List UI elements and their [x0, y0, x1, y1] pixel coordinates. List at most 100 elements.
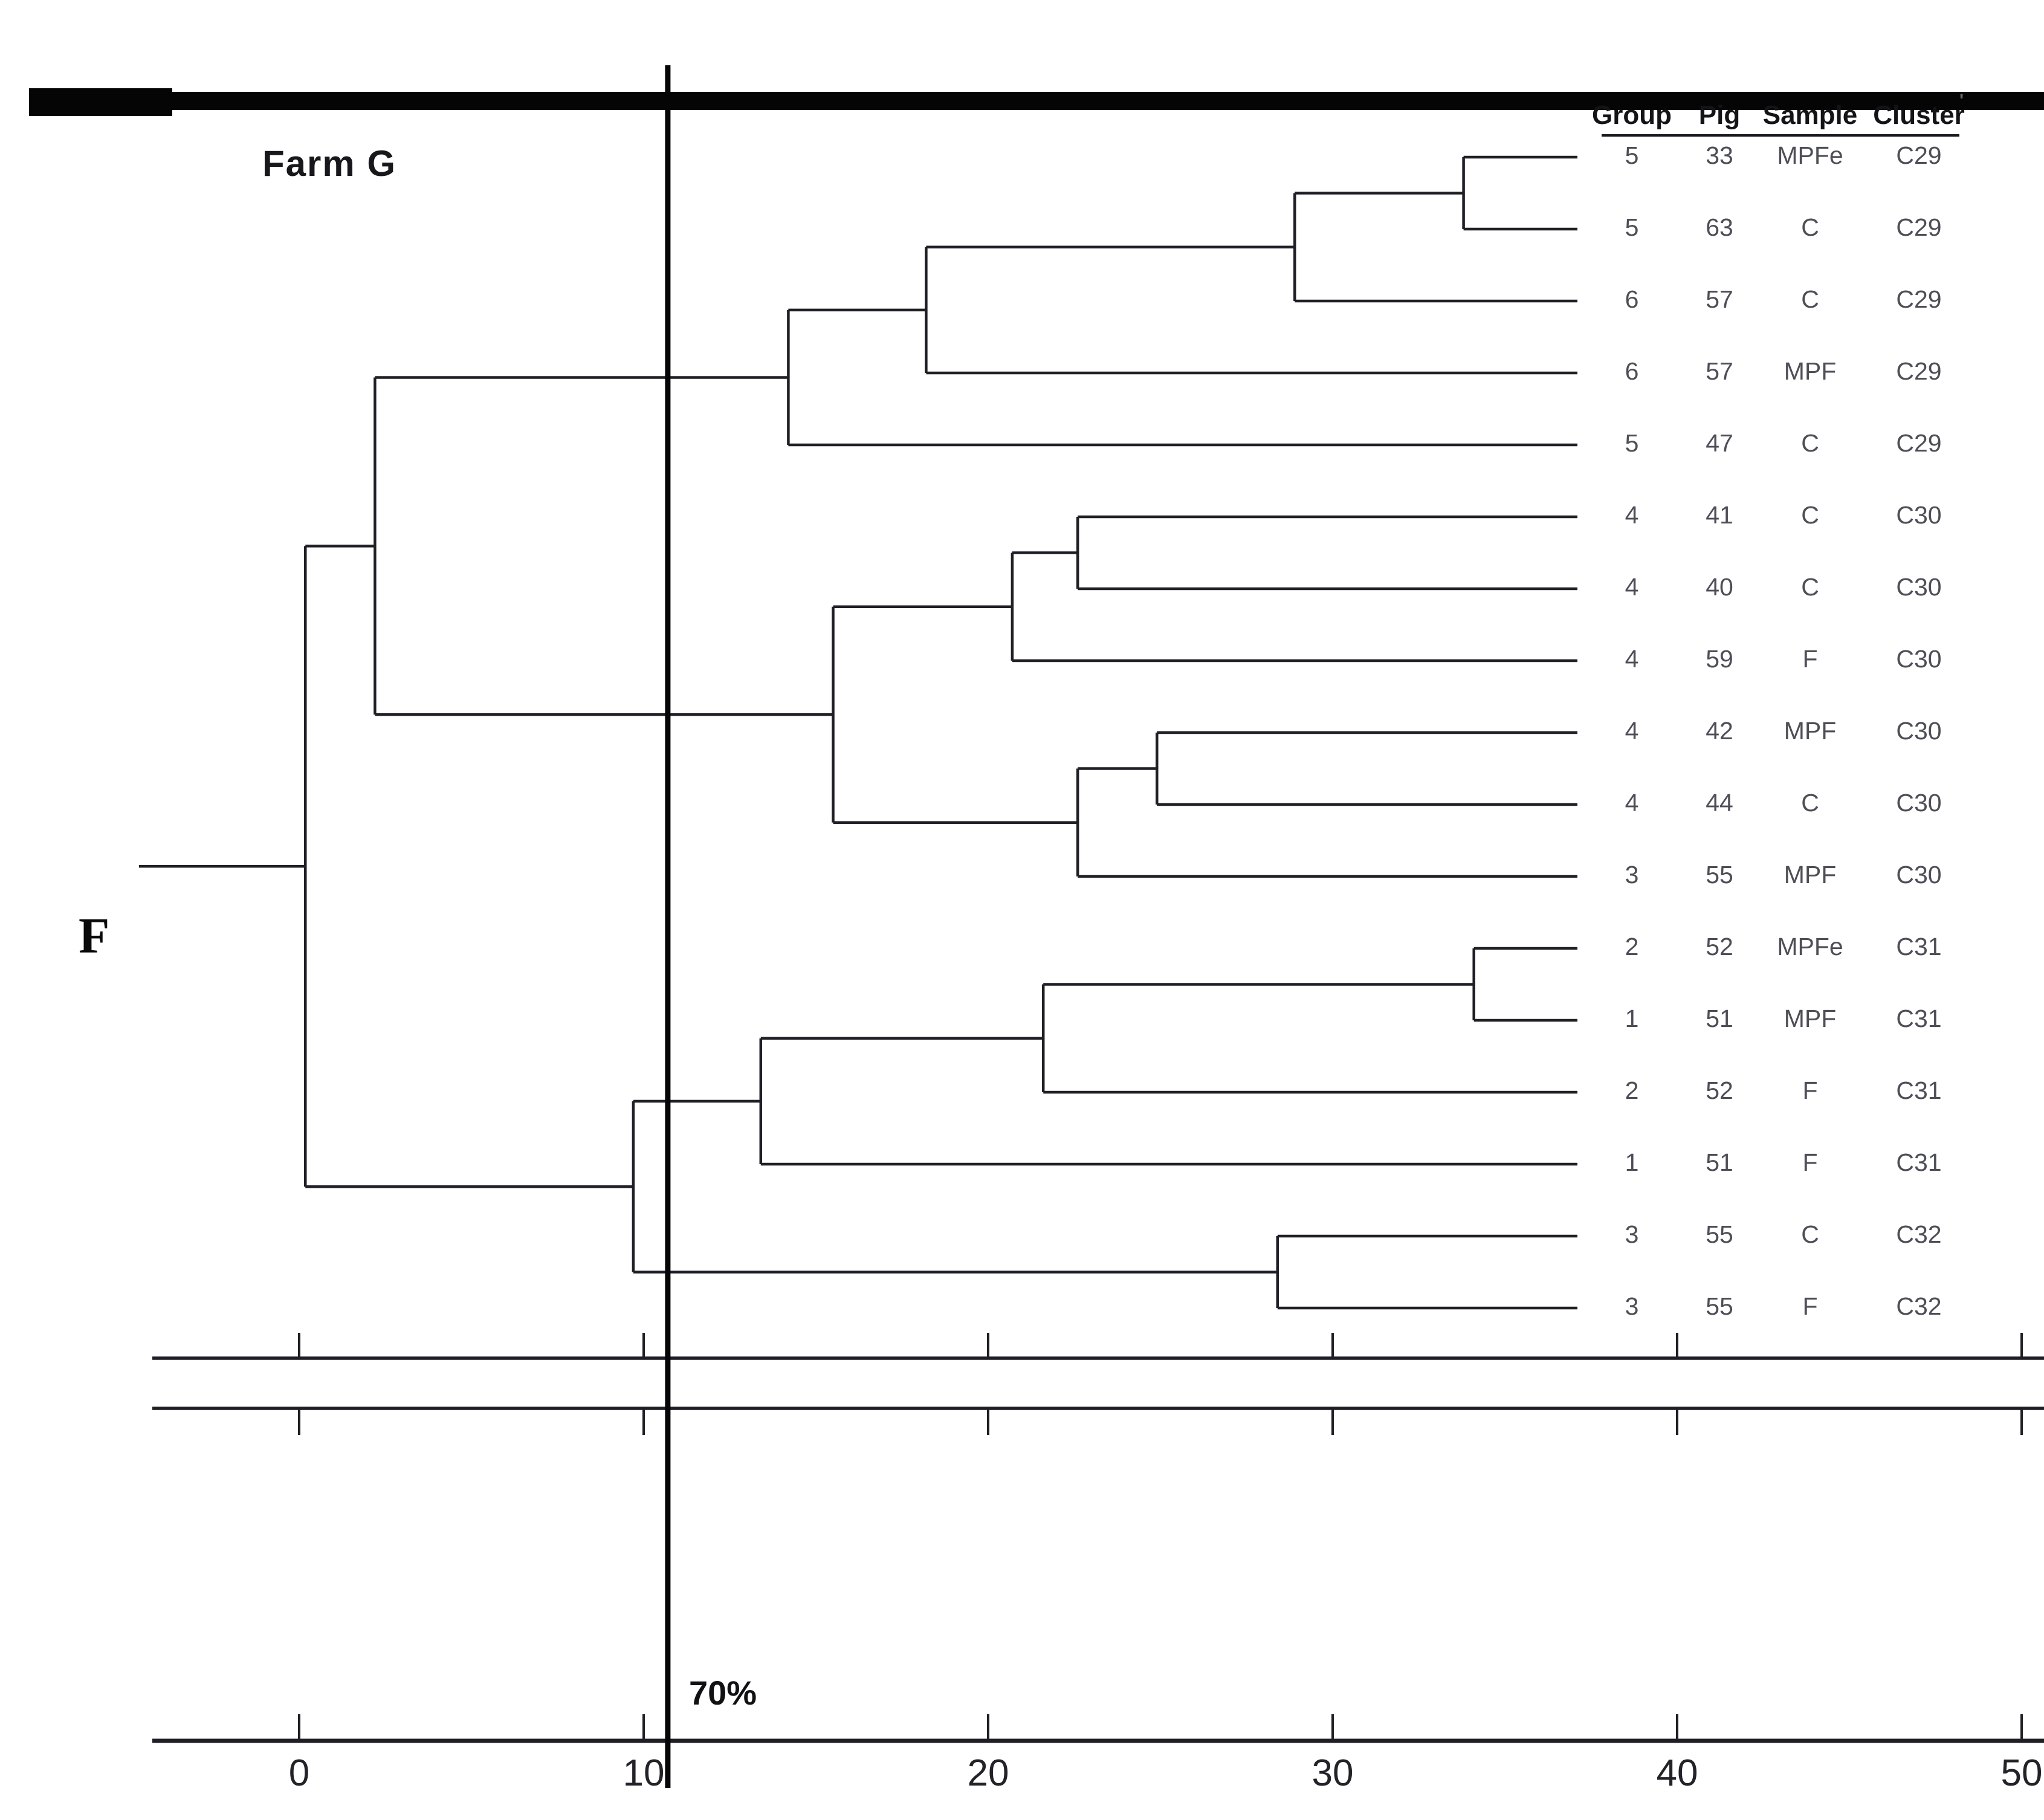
cell-group: 3 — [1625, 861, 1639, 889]
cell-group: 4 — [1625, 501, 1639, 529]
cell-sample: MPF — [1784, 1005, 1837, 1032]
cell-cluster: C31 — [1896, 1148, 1942, 1176]
x-tick-label: 40 — [1656, 1752, 1698, 1794]
cell-cluster: C32 — [1896, 1292, 1942, 1320]
cell-sample: C — [1801, 285, 1819, 313]
cell-sample: C — [1801, 789, 1819, 817]
cell-pig: 51 — [1706, 1005, 1733, 1032]
cell-sample: C — [1801, 573, 1819, 601]
cell-pig: 57 — [1706, 285, 1733, 313]
cell-group: 2 — [1625, 1077, 1639, 1104]
x-tick-label: 0 — [288, 1752, 310, 1794]
cell-pig: 55 — [1706, 1292, 1733, 1320]
cell-group: 4 — [1625, 573, 1639, 601]
cell-sample: MPF — [1784, 717, 1837, 745]
table-row: 2 52 F C31 — [0, 1077, 2044, 1108]
cell-pig: 52 — [1706, 1077, 1733, 1104]
cell-pig: 40 — [1706, 573, 1733, 601]
cell-group: 2 — [1625, 933, 1639, 960]
cell-group: 1 — [1625, 1005, 1639, 1032]
cell-group: 4 — [1625, 645, 1639, 673]
cell-sample: MPF — [1784, 861, 1837, 889]
cell-cluster: C30 — [1896, 789, 1942, 817]
cell-cluster: C31 — [1896, 1077, 1942, 1104]
cell-pig: 57 — [1706, 357, 1733, 385]
cell-sample: F — [1802, 645, 1818, 673]
cell-group: 6 — [1625, 285, 1639, 313]
table-row: 3 55 F C32 — [0, 1292, 2044, 1324]
table-row: 1 51 MPF C31 — [0, 1005, 2044, 1036]
table-header-underline — [1602, 134, 1959, 137]
column-header-sample: Sample — [1762, 100, 1858, 130]
table-row: 5 63 C C29 — [0, 213, 2044, 245]
cell-pig: 55 — [1706, 861, 1733, 889]
table-header-row: Group Pig Sample Cluster — [0, 100, 2044, 132]
cell-cluster: C29 — [1896, 285, 1942, 313]
cell-sample: C — [1801, 501, 1819, 529]
cell-group: 5 — [1625, 213, 1639, 241]
cell-group: 5 — [1625, 429, 1639, 457]
cell-cluster: C30 — [1896, 573, 1942, 601]
cell-cluster: C29 — [1896, 141, 1942, 169]
top-rule — [171, 92, 2044, 110]
cell-cluster: C30 — [1896, 501, 1942, 529]
cell-pig: 55 — [1706, 1220, 1733, 1248]
cell-pig: 63 — [1706, 213, 1733, 241]
cell-sample: F — [1802, 1148, 1818, 1176]
cell-pig: 41 — [1706, 501, 1733, 529]
cell-cluster: C31 — [1896, 933, 1942, 960]
cell-group: 5 — [1625, 141, 1639, 169]
cell-cluster: C29 — [1896, 213, 1942, 241]
cell-sample: C — [1801, 213, 1819, 241]
cell-pig: 33 — [1706, 141, 1733, 169]
cell-group: 3 — [1625, 1220, 1639, 1248]
cell-sample: F — [1802, 1292, 1818, 1320]
panel-letter-label: F — [79, 908, 110, 964]
cell-sample: C — [1801, 429, 1819, 457]
column-header-cluster: Cluster — [1873, 100, 1965, 130]
x-tick-label: 10 — [623, 1752, 665, 1794]
cell-cluster: C31 — [1896, 1005, 1942, 1032]
cell-cluster: C30 — [1896, 645, 1942, 673]
table-row: 6 57 C C29 — [0, 285, 2044, 317]
table-row: 5 33 MPFe C29 — [0, 141, 2044, 173]
x-tick-label: 50 — [2000, 1752, 2043, 1794]
table-row: 3 55 C C32 — [0, 1220, 2044, 1252]
table-row: 5 47 C C29 — [0, 429, 2044, 461]
column-header-group: Group — [1592, 100, 1672, 130]
threshold-percentage-label: 70% — [689, 1674, 757, 1712]
cell-cluster: C32 — [1896, 1220, 1942, 1248]
cell-sample: MPFe — [1777, 933, 1843, 960]
chart-title: Farm G — [262, 143, 397, 184]
cell-group: 1 — [1625, 1148, 1639, 1176]
cell-sample: F — [1802, 1077, 1818, 1104]
cell-cluster: C29 — [1896, 357, 1942, 385]
cell-pig: 59 — [1706, 645, 1733, 673]
cell-sample: C — [1801, 1220, 1819, 1248]
cell-pig: 51 — [1706, 1148, 1733, 1176]
cell-sample: MPFe — [1777, 141, 1843, 169]
table-row: 1 51 F C31 — [0, 1148, 2044, 1180]
cell-pig: 52 — [1706, 933, 1733, 960]
table-row: 4 59 F C30 — [0, 645, 2044, 676]
cell-cluster: C30 — [1896, 717, 1942, 745]
cell-group: 3 — [1625, 1292, 1639, 1320]
cell-cluster: C29 — [1896, 429, 1942, 457]
table-row: 2 52 MPFe C31 — [0, 933, 2044, 964]
cell-pig: 42 — [1706, 717, 1733, 745]
cell-pig: 47 — [1706, 429, 1733, 457]
table-row: 4 41 C C30 — [0, 501, 2044, 533]
cell-pig: 44 — [1706, 789, 1733, 817]
top-rule-left-segment — [29, 88, 172, 116]
cell-group: 4 — [1625, 789, 1639, 817]
x-tick-label: 20 — [967, 1752, 1009, 1794]
table-row: 4 40 C C30 — [0, 573, 2044, 604]
x-tick-label: 30 — [1311, 1752, 1354, 1794]
cluster-footnote-mark: ' — [1959, 91, 1964, 111]
